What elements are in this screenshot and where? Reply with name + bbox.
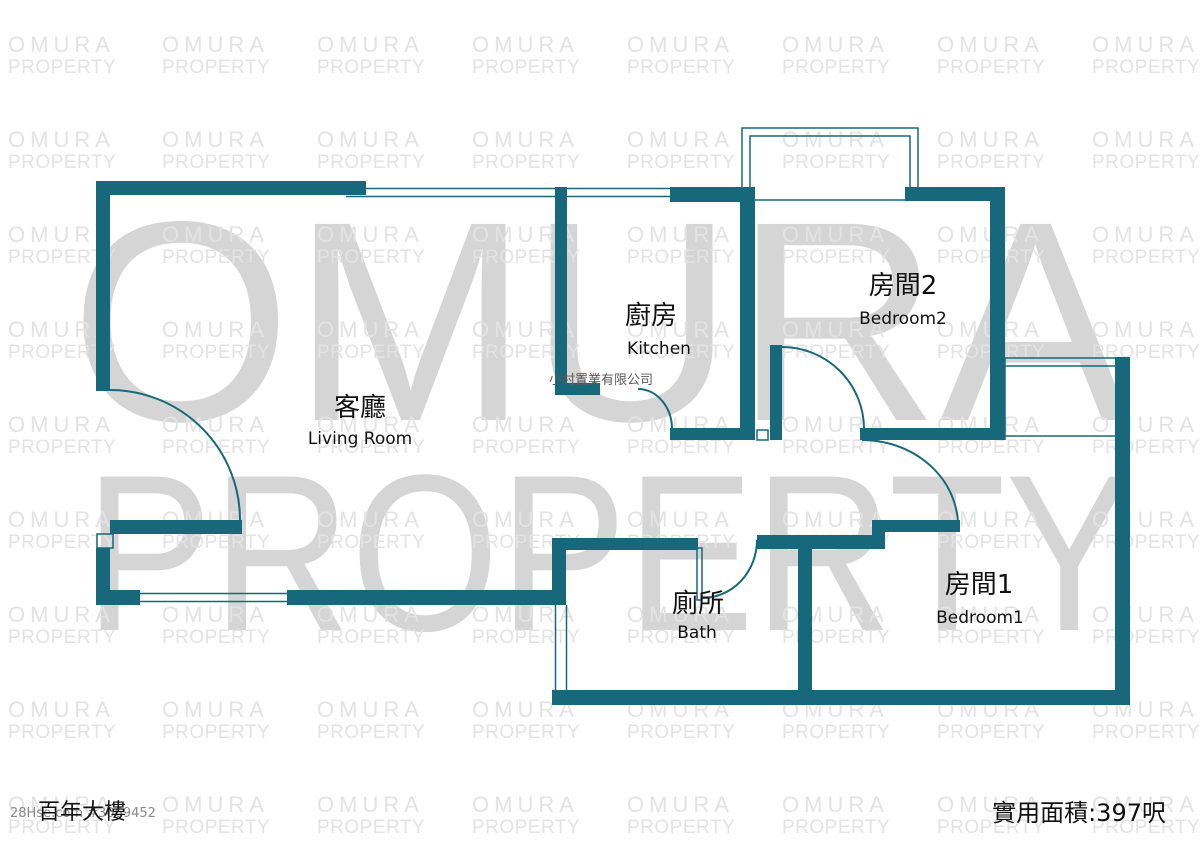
living-room-label-zh: 客廳 — [333, 393, 387, 423]
wall-segment — [860, 428, 1005, 440]
bath-bedroom1-windows — [554, 357, 1115, 690]
living-room-walls — [96, 181, 566, 605]
bedroom1-label-en: Bedroom1 — [936, 608, 1024, 628]
large-watermark-line2: PROPERTY — [85, 429, 1133, 678]
listing-reference: 28Hse.com #3069452 — [10, 806, 156, 821]
saleable-area: 實用面積:397呎 — [992, 799, 1166, 827]
wall-segment — [96, 590, 140, 605]
building-name: 百年大樓 — [38, 800, 127, 825]
bay-window-inner — [749, 135, 911, 187]
wall-segment — [990, 187, 1005, 440]
bedroom2-bay-window — [741, 127, 919, 441]
wall-segment — [670, 187, 755, 202]
bedroom2-walls — [770, 187, 1005, 440]
bath-door-leaf — [696, 547, 703, 601]
living-room-label-en: Living Room — [307, 429, 413, 449]
wall-segment — [905, 187, 1005, 201]
kitchen-walls — [555, 187, 755, 440]
wall-segment — [96, 181, 366, 195]
kitchen-label-zh: 廚房 — [624, 301, 678, 331]
pipe-duct — [96, 533, 114, 549]
wall-segment — [287, 590, 566, 605]
kitchen-label-en: Kitchen — [627, 339, 691, 359]
wall-segment — [555, 383, 600, 395]
wall-segment — [757, 535, 885, 549]
agency-name: 小村置業有限公司 — [548, 373, 654, 388]
wall-segment — [740, 187, 755, 440]
wall-segment — [770, 345, 782, 440]
wall-segment — [1115, 357, 1130, 705]
kitchen-door-swing — [637, 388, 673, 430]
bath-door-swing — [701, 539, 758, 599]
bedroom2-label-zh: 房間2 — [868, 271, 938, 301]
bath-label-en: Bath — [677, 623, 717, 643]
bedroom2-door-swing — [781, 346, 865, 430]
pipe-duct — [756, 429, 769, 441]
living-room-windows — [96, 187, 672, 603]
wall-segment — [110, 520, 242, 534]
wall-segment — [798, 545, 812, 705]
bay-window-outer — [741, 127, 919, 187]
bedroom1-door-swing — [861, 439, 959, 527]
wall-segment — [552, 690, 1130, 705]
wall-segment — [552, 538, 566, 605]
bath-bedroom1-walls — [552, 357, 1130, 705]
bath-label-zh: 廁所 — [671, 589, 725, 619]
wall-segment — [872, 520, 960, 532]
bedroom1-label-zh: 房間1 — [944, 570, 1014, 600]
wall-segment — [555, 187, 567, 395]
wall-segment — [552, 538, 698, 550]
wall-segment — [670, 428, 755, 440]
bedroom2-label-en: Bedroom2 — [859, 309, 947, 329]
wall-segment — [96, 181, 110, 391]
entrance-door-swing — [109, 389, 241, 521]
